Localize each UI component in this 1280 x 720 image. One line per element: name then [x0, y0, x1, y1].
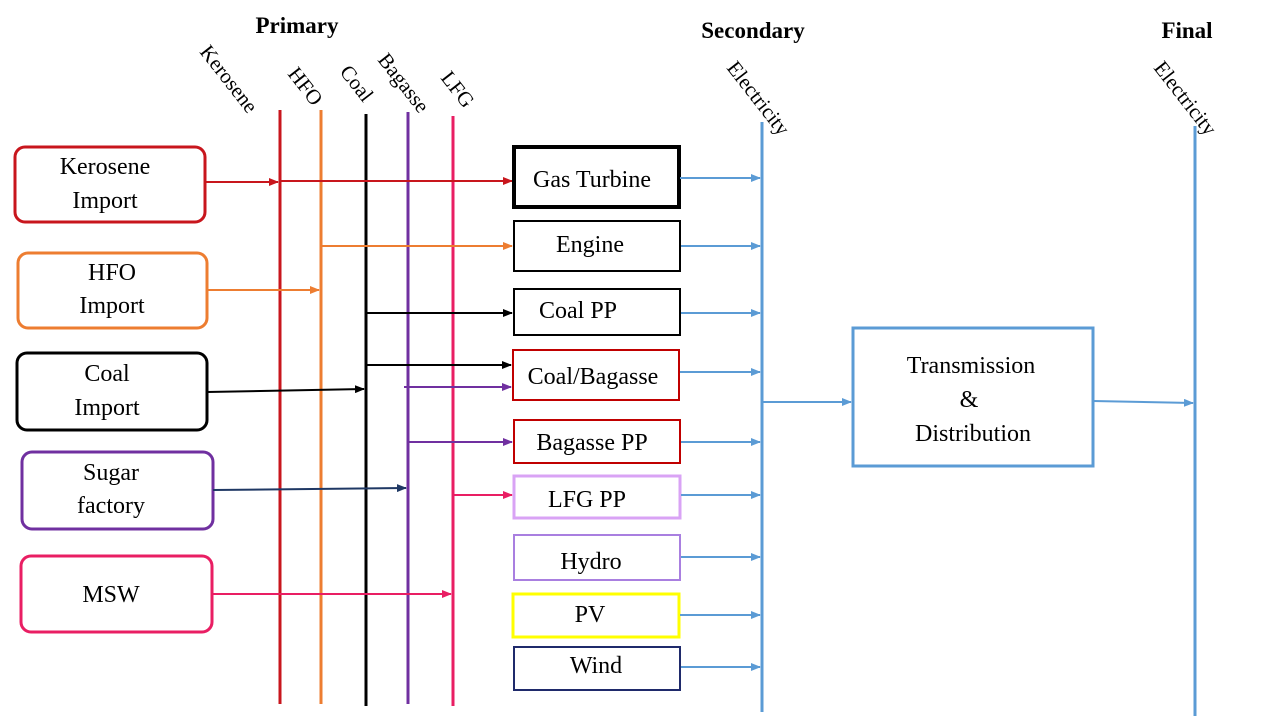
transmission-distribution-box: [851, 326, 1095, 468]
electricity-secondary-label: Electricity: [722, 56, 795, 140]
wind-box: [513, 646, 681, 691]
wind-label: Wind: [570, 653, 622, 679]
coal-bagasse-box: [512, 349, 680, 401]
kerosene-import-label-1: Kerosene: [60, 154, 151, 180]
kerosene-import-label-2: Import: [72, 188, 138, 214]
gas-turbine-label: Gas Turbine: [533, 167, 651, 193]
kerosene-carrier-label: Kerosene: [195, 40, 263, 117]
td-label-3: Distribution: [915, 421, 1031, 447]
td-label-1: Transmission: [907, 353, 1035, 379]
coal-pp-label: Coal PP: [539, 298, 617, 324]
coal-import-label-1: Coal: [84, 361, 130, 387]
pv-box: [511, 592, 681, 639]
secondary-header: Secondary: [701, 18, 805, 43]
engine-label: Engine: [556, 232, 624, 258]
electricity-final-label: Electricity: [1149, 56, 1222, 140]
sugar-factory-arrow: [212, 484, 407, 493]
bagasse-carrier-label: Bagasse: [373, 48, 434, 117]
hfo-carrier-label: HFO: [283, 62, 328, 110]
bagasse-pp-box: [513, 419, 681, 464]
coal-pp-box: [513, 288, 681, 336]
td-label-2: &: [960, 387, 979, 413]
kerosene-import-box: [13, 145, 207, 224]
coal-import-label-2: Import: [74, 395, 140, 421]
hydro-label: Hydro: [560, 549, 621, 575]
pv-label: PV: [575, 602, 606, 628]
lfg-pp-box: [512, 474, 682, 520]
gas-turbine-box: [512, 145, 681, 209]
msw-label: MSW: [82, 582, 140, 608]
sugar-factory-box: [20, 450, 215, 531]
sugar-factory-label-2: factory: [77, 493, 145, 519]
coal-bagasse-label: Coal/Bagasse: [528, 364, 659, 390]
hfo-import-label-1: HFO: [88, 260, 136, 286]
sugar-factory-label-1: Sugar: [83, 460, 139, 486]
lfg-pp-label: LFG PP: [548, 487, 626, 513]
coal-carrier-label: Coal: [335, 60, 378, 106]
primary-header: Primary: [255, 13, 339, 38]
bagasse-pp-label: Bagasse PP: [536, 430, 647, 456]
hfo-import-label-2: Import: [79, 293, 145, 319]
final-header: Final: [1161, 18, 1212, 43]
lfg-carrier-label: LFG: [436, 66, 479, 112]
hydro-box: [513, 534, 681, 581]
coal-import-arrow: [206, 385, 365, 394]
td-to-final-electricity-arrow: [1092, 398, 1194, 407]
engine-box: [513, 220, 681, 272]
